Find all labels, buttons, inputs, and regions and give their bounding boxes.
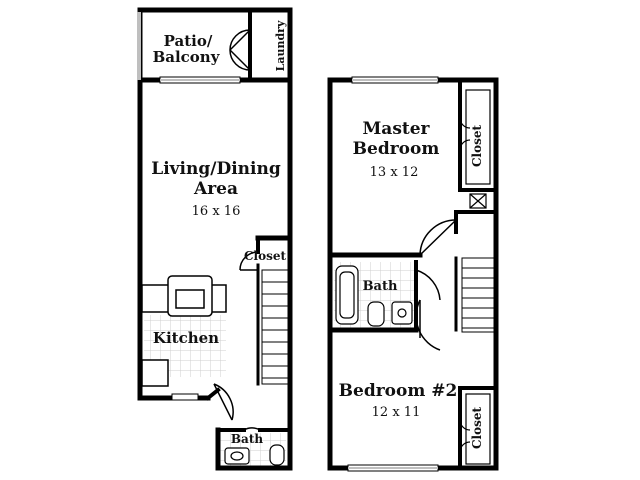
bedroom2-door (415, 299, 441, 351)
downstairs-closet-door (239, 251, 259, 271)
living-size: 16 x 16 (192, 204, 241, 219)
bedroom2-closet-label: Closet (470, 407, 484, 450)
bedroom2-size: 12 x 11 (372, 405, 421, 420)
living-label-line1: Living/Dining (151, 159, 281, 179)
master-door (419, 219, 457, 256)
kitchen-label: Kitchen (153, 329, 219, 347)
upstairs-bath-door (415, 269, 441, 301)
patio-railing (137, 12, 141, 80)
downstairs-bath-door (243, 427, 261, 431)
master-window (351, 76, 439, 84)
laundry-label: Laundry (274, 20, 287, 71)
bedroom2-closet-fixture (459, 393, 491, 465)
master-closet-label: Closet (470, 125, 484, 168)
downstairs-staircase (261, 269, 289, 385)
upstairs-bath-label: Bath (363, 279, 398, 294)
downstairs-closet-label: Closet (244, 249, 287, 263)
hvac-box (469, 193, 487, 209)
bedroom2-label: Bedroom #2 (339, 381, 458, 401)
master-label-line1: Master (362, 119, 430, 139)
patio-label-line1: Patio/ (164, 32, 213, 50)
patio-label-line2: Balcony (153, 48, 221, 66)
bedroom2-window (347, 464, 439, 472)
upstairs-bath-fixtures (335, 265, 413, 327)
front-door (171, 383, 234, 421)
upstairs-staircase (461, 257, 495, 333)
patio-slider (159, 76, 241, 84)
upstairs-level (327, 76, 499, 472)
downstairs-bath-label: Bath (231, 432, 263, 446)
master-size: 13 x 12 (370, 165, 419, 180)
laundry-door (229, 29, 251, 71)
living-label-line2: Area (193, 179, 238, 199)
kitchen-counters (141, 275, 227, 387)
master-closet-fixture (459, 89, 491, 185)
downstairs-bath-fixtures (224, 444, 285, 466)
downstairs-level (137, 7, 293, 471)
master-label-line2: Bedroom (353, 139, 440, 159)
